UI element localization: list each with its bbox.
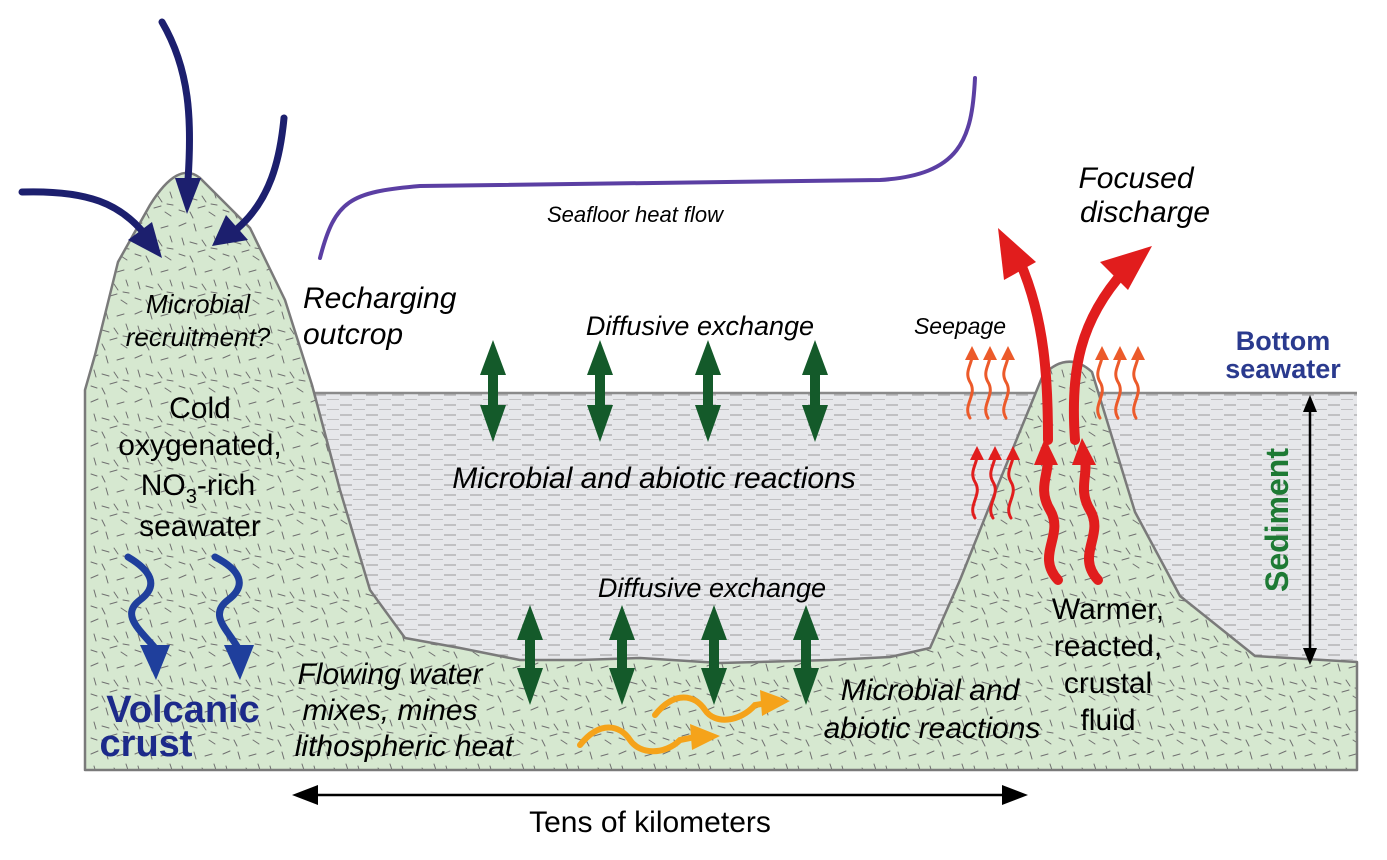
warmer-label-1: Warmer, [1052, 593, 1164, 626]
diffusion-arrows-bottom [517, 605, 819, 705]
discharge-arrow-right-head [1100, 246, 1152, 290]
cold-label-3-prefix: NO [141, 469, 186, 502]
sediment-label: Sediment [1259, 448, 1295, 592]
downflow-arrow-1-head [140, 645, 170, 680]
discharge-arrow-right [1068, 265, 1130, 445]
heat-flow-curve [318, 76, 977, 260]
cold-label-3-sub: 3 [186, 486, 197, 508]
diffusive-exchange-top-label: Diffusive exchange [586, 311, 814, 341]
rising-fluid-right-head [1072, 438, 1096, 465]
scale-bar [292, 785, 1028, 805]
lateral-flow-arrow-2-head [760, 690, 790, 716]
discharge-arrows [1015, 257, 1130, 585]
downflow-arrow-2-head [224, 645, 254, 680]
scale-bar-label: Tens of kilometers [529, 806, 771, 839]
rising-fluid-left [1039, 455, 1063, 585]
lateral-flow-arrow-1-head [690, 724, 720, 750]
lateral-flow-arrow-2 [652, 694, 771, 723]
sediment-seepage-arrows [971, 454, 1015, 520]
warmer-label-4: fluid [1080, 704, 1135, 737]
microbial-recruitment-label-1: Microbial [146, 289, 251, 319]
flowing-water-label-2: mixes, mines [302, 694, 477, 727]
downflow-arrows [124, 553, 254, 680]
sediment-thickness-arrow [1303, 395, 1317, 665]
heat-flow-label: Seafloor heat flow [547, 202, 725, 227]
volcanic-crust [83, 171, 1359, 772]
cold-label-4: seawater [139, 510, 261, 543]
recharge-arrow-center-head [175, 178, 201, 214]
recharging-label-1: Recharging [303, 282, 457, 315]
flowing-water-label-1: Flowing water [297, 658, 483, 691]
recharge-arrow-right [234, 114, 288, 232]
focused-discharge-label-1: Focused [1078, 162, 1194, 195]
flowing-water-label-3: lithospheric heat [295, 730, 515, 763]
discharge-arrow-heads [998, 228, 1152, 465]
seepage-label: Seepage [914, 313, 1006, 339]
recharge-arrows [18, 18, 288, 258]
sediment-layer [312, 361, 1357, 663]
volcanic-crust-label-1: Volcanic [106, 689, 259, 731]
microbial-abiotic-crust-label-2: abiotic reactions [824, 712, 1041, 745]
recharge-arrow-right-head [212, 215, 248, 246]
cold-label-1: Cold [169, 392, 231, 425]
focused-discharge-label-2: discharge [1080, 196, 1210, 229]
bottom-seawater-label-2: seawater [1225, 354, 1341, 384]
microbial-abiotic-crust-label-1: Microbial and [841, 674, 1021, 707]
double-arrow-top-1 [480, 340, 506, 442]
microbial-abiotic-sediment-label: Microbial and abiotic reactions [452, 462, 856, 495]
recharge-arrow-left-head [128, 222, 162, 258]
double-arrow-top-3 [695, 340, 721, 442]
bottom-seawater-label-1: Bottom [1236, 326, 1330, 356]
diffusion-arrows-top [480, 340, 828, 442]
discharge-arrow-left [1015, 257, 1053, 445]
double-arrow-bottom-1 [517, 605, 543, 705]
double-arrow-bottom-3 [701, 605, 727, 705]
double-arrow-top-2 [587, 340, 613, 442]
cold-label-2: oxygenated, [118, 429, 281, 462]
seepage-arrow-heads [965, 346, 1145, 360]
lateral-flow-arrows [577, 690, 790, 755]
downflow-arrow-1 [124, 553, 159, 652]
warmer-label-3: crustal [1064, 667, 1152, 700]
double-arrow-bottom-4 [793, 605, 819, 705]
cold-label-3-suffix: -rich [197, 469, 255, 502]
recharge-arrow-center [158, 18, 194, 184]
diffusive-exchange-bottom-label: Diffusive exchange [598, 573, 826, 603]
sediment-seepage-arrow-heads [970, 446, 1020, 460]
microbial-recruitment-label-2: recruitment? [126, 322, 271, 352]
volcanic-crust-label-2: crust [100, 723, 193, 765]
rising-fluid-left-head [1034, 438, 1058, 465]
rising-fluid-right [1078, 455, 1103, 585]
seepage-arrows [966, 354, 1140, 420]
recharging-label-2: outcrop [303, 318, 403, 351]
double-arrow-bottom-2 [609, 605, 635, 705]
double-arrow-top-4 [802, 340, 828, 442]
downflow-arrow-2 [211, 553, 243, 652]
lateral-flow-arrow-1 [577, 724, 703, 755]
recharge-arrow-left [18, 188, 147, 236]
cold-label-3: NO3-rich [141, 469, 255, 508]
discharge-arrow-left-head [998, 228, 1036, 280]
warmer-label-2: reacted, [1054, 630, 1162, 663]
